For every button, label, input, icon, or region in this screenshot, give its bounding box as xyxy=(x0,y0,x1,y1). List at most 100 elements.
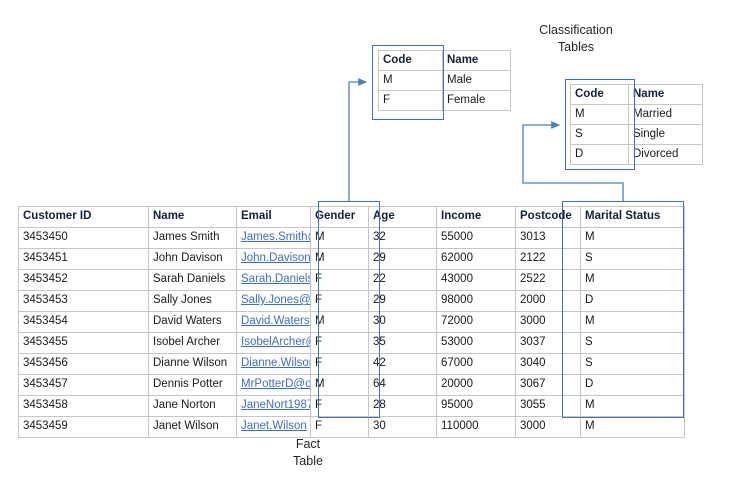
email-link[interactable]: David.Waters xyxy=(241,315,310,327)
cell-name: David Waters xyxy=(148,311,237,333)
cell-email: Janet.Wilson xyxy=(236,416,311,438)
classification-tables-caption: Classification Tables xyxy=(506,22,646,56)
cell-customer-id: 3453457 xyxy=(18,374,149,396)
cell-postcode: 3055 xyxy=(515,395,581,417)
gender-lookup-header-name: Name xyxy=(442,50,511,71)
cell-customer-id: 3453452 xyxy=(18,269,149,291)
cell-marital-status: M xyxy=(580,416,685,438)
email-link[interactable]: James.Smith@ xyxy=(241,231,310,243)
cell-age: 30 xyxy=(368,416,437,438)
cell-email: Sally.Jones@g xyxy=(236,290,311,312)
cell-postcode: 3037 xyxy=(515,332,581,354)
cell-marital-status: M xyxy=(580,395,685,417)
cell-email: IsobelArcher@ xyxy=(236,332,311,354)
cell-email: David.Waters xyxy=(236,311,311,333)
cell-email: Dianne.Wilson xyxy=(236,353,311,375)
gender-lookup-cell-code: F xyxy=(378,90,443,111)
email-link[interactable]: Janet.Wilson xyxy=(241,420,307,432)
column-header-income: Income xyxy=(436,206,516,228)
cell-gender: F xyxy=(310,332,369,354)
gender-lookup-cell-name: Female xyxy=(442,90,511,111)
marital-lookup-header-row: Code Name xyxy=(570,84,703,105)
cell-customer-id: 3453459 xyxy=(18,416,149,438)
column-header-email: Email xyxy=(236,206,311,228)
cell-income: 72000 xyxy=(436,311,516,333)
cell-customer-id: 3453454 xyxy=(18,311,149,333)
email-link[interactable]: JaneNort1987 xyxy=(241,399,311,411)
cell-gender: F xyxy=(310,269,369,291)
marital-lookup-cell-name: Single xyxy=(628,124,703,145)
cell-postcode: 2122 xyxy=(515,248,581,270)
email-link[interactable]: Sally.Jones@g xyxy=(241,294,311,306)
marital-lookup-cell-code: S xyxy=(570,124,629,145)
cell-gender: F xyxy=(310,290,369,312)
cell-income: 95000 xyxy=(436,395,516,417)
email-link[interactable]: John.Davison xyxy=(241,252,311,264)
cell-name: Sarah Daniels xyxy=(148,269,237,291)
cell-age: 32 xyxy=(368,227,437,249)
cell-name: Janet Wilson xyxy=(148,416,237,438)
cell-income: 110000 xyxy=(436,416,516,438)
cell-age: 28 xyxy=(368,395,437,417)
cell-customer-id: 3453455 xyxy=(18,332,149,354)
cell-name: Dennis Potter xyxy=(148,374,237,396)
cell-income: 55000 xyxy=(436,227,516,249)
marital-lookup-header-code: Code xyxy=(570,84,629,105)
column-header-gender: Gender xyxy=(310,206,369,228)
cell-marital-status: S xyxy=(580,248,685,270)
marital-lookup-header-name: Name xyxy=(628,84,703,105)
column-header-age: Age xyxy=(368,206,437,228)
cell-postcode: 3040 xyxy=(515,353,581,375)
classification-caption-line1: Classification xyxy=(539,23,613,37)
email-link[interactable]: Sarah.Daniels xyxy=(241,273,311,285)
column-header-name: Name xyxy=(148,206,237,228)
cell-gender: F xyxy=(310,353,369,375)
cell-name: Dianne Wilson xyxy=(148,353,237,375)
cell-email: John.Davison xyxy=(236,248,311,270)
cell-customer-id: 3453451 xyxy=(18,248,149,270)
cell-name: Sally Jones xyxy=(148,290,237,312)
cell-income: 67000 xyxy=(436,353,516,375)
cell-gender: M xyxy=(310,248,369,270)
connector-gender xyxy=(348,78,368,201)
cell-email: JaneNort1987 xyxy=(236,395,311,417)
cell-marital-status: M xyxy=(580,227,685,249)
column-header-marital-status: Marital Status xyxy=(580,206,685,228)
gender-lookup-header-code: Code xyxy=(378,50,443,71)
cell-age: 22 xyxy=(368,269,437,291)
cell-name: James Smith xyxy=(148,227,237,249)
email-link[interactable]: Dianne.Wilson xyxy=(241,357,311,369)
cell-gender: M xyxy=(310,227,369,249)
cell-age: 29 xyxy=(368,290,437,312)
email-link[interactable]: IsobelArcher@ xyxy=(241,336,311,348)
marital-lookup-cell-name: Divorced xyxy=(628,144,703,165)
cell-gender: M xyxy=(310,311,369,333)
gender-lookup-cell-name: Male xyxy=(442,70,511,91)
cell-age: 42 xyxy=(368,353,437,375)
fact-table-header-row: Customer ID Name Email Gender Age Income… xyxy=(18,206,685,228)
cell-income: 62000 xyxy=(436,248,516,270)
cell-customer-id: 3453458 xyxy=(18,395,149,417)
fact-table-caption: Fact Table xyxy=(248,436,368,470)
email-link[interactable]: MrPotterD@o xyxy=(241,378,311,390)
fact-caption-line2: Table xyxy=(293,454,323,468)
fact-table: Customer ID Name Email Gender Age Income… xyxy=(18,206,685,438)
classification-caption-line2: Tables xyxy=(557,40,595,54)
marital-lookup-cell-code: M xyxy=(570,104,629,125)
cell-income: 20000 xyxy=(436,374,516,396)
cell-age: 64 xyxy=(368,374,437,396)
cell-postcode: 3013 xyxy=(515,227,581,249)
